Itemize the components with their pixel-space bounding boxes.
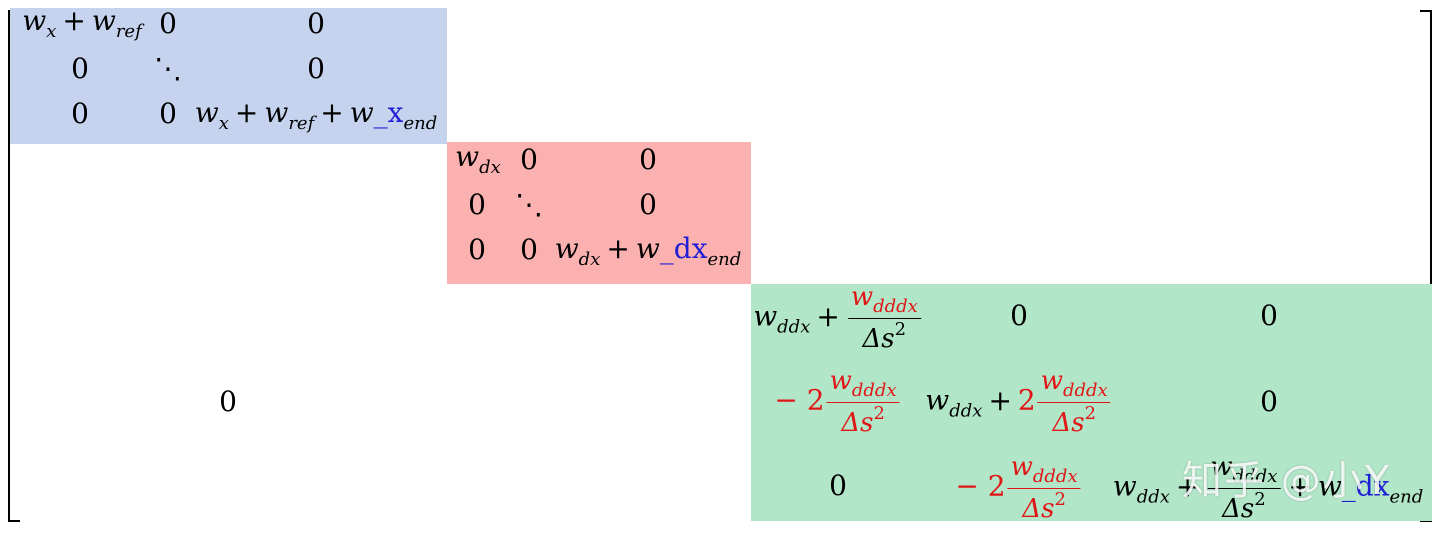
- red-r2c3: 0: [639, 188, 657, 221]
- blue-r3c3: wx+wref+w_xend: [194, 96, 438, 134]
- red-r3c3: wdx+w_dxend: [554, 232, 742, 270]
- green-r1c3: 0: [1260, 299, 1278, 332]
- red-r2c1: 0: [468, 188, 486, 221]
- red-r2c2-ddots: ⋱: [515, 188, 543, 221]
- blue-r1c1: wx+wref: [22, 4, 142, 42]
- red-r1c1: wdx: [455, 140, 501, 178]
- blue-r2c2-ddots: ⋱: [154, 52, 182, 85]
- red-block: [447, 142, 751, 284]
- red-r1c3: 0: [639, 143, 657, 176]
- blue-r1c2: 0: [159, 7, 177, 40]
- red-r1c2: 0: [520, 143, 538, 176]
- lower-left-zero: 0: [219, 385, 237, 418]
- blue-r1c3: 0: [307, 7, 325, 40]
- right-bracket: [1420, 10, 1432, 522]
- blue-r3c2: 0: [159, 97, 177, 130]
- blue-r2c3: 0: [307, 52, 325, 85]
- green-r1c2: 0: [1010, 299, 1028, 332]
- red-r3c2: 0: [520, 233, 538, 266]
- blue-r2c1: 0: [71, 52, 89, 85]
- red-r3c1: 0: [468, 233, 486, 266]
- blue-block: [10, 8, 447, 144]
- green-r3c1: 0: [829, 469, 847, 502]
- blue-r3c1: 0: [71, 97, 89, 130]
- watermark-text: 知乎 @小Y: [1182, 458, 1392, 504]
- green-r2c3: 0: [1260, 385, 1278, 418]
